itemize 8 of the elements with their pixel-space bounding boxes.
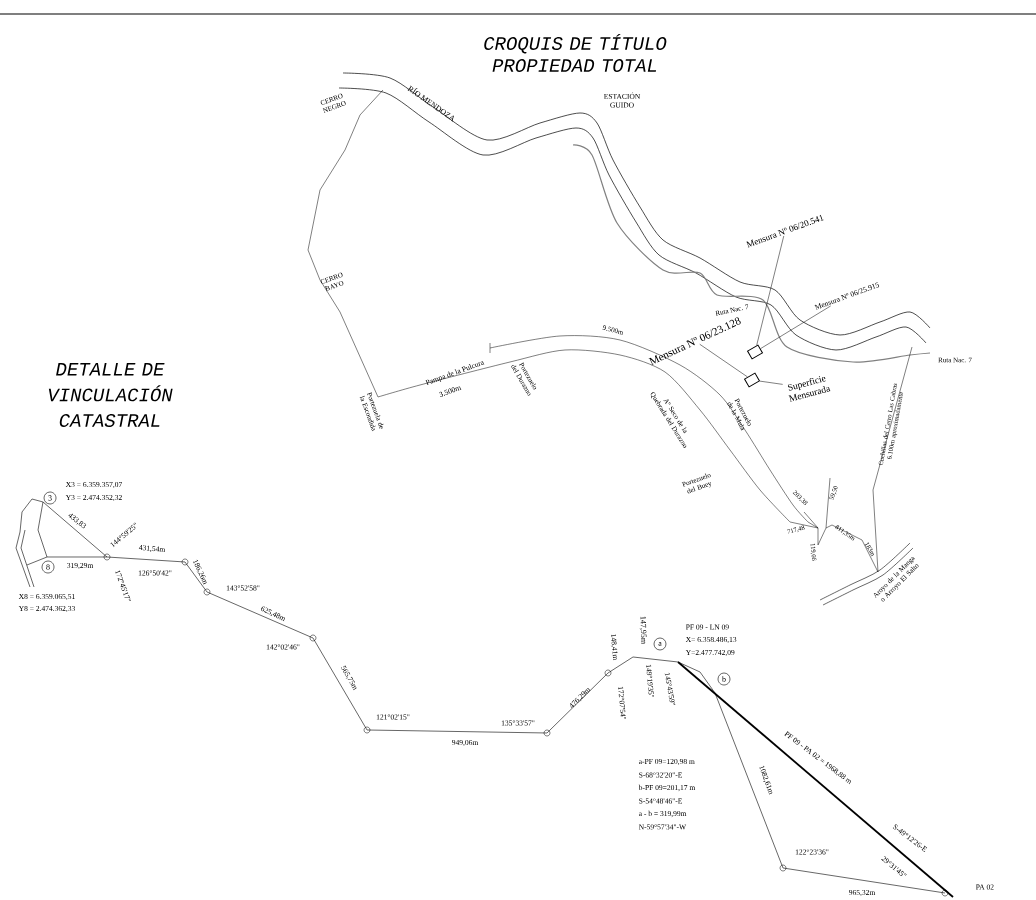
parcel-box: [747, 344, 763, 360]
parcel-box: [744, 372, 760, 388]
leader-line: [756, 235, 785, 346]
title: CROQUIS DE TÍTULO PROPIEDAD TOTAL: [484, 34, 667, 72]
leader-line: [759, 380, 783, 385]
leader-line: [699, 344, 748, 378]
leader-text: Superficie Mensurada: [787, 376, 831, 402]
leader-line: [760, 305, 831, 349]
